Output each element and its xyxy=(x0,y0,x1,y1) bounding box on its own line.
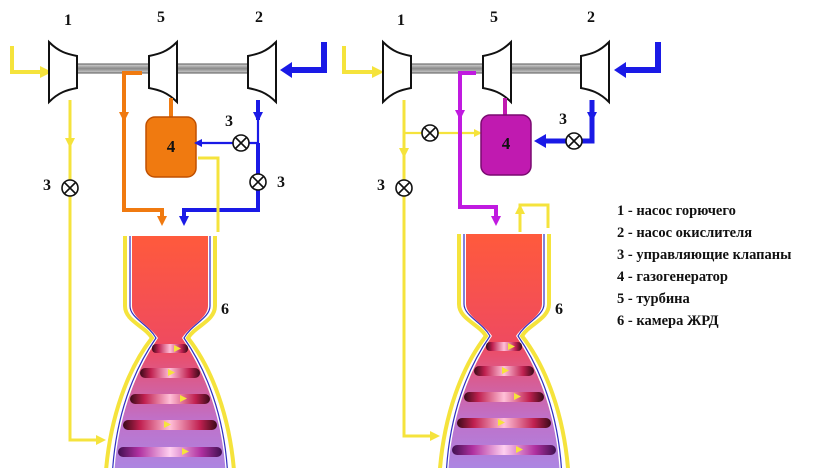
left-gas-generator-label: 4 xyxy=(167,137,176,156)
left-gas-generator xyxy=(145,116,197,178)
left-turbine xyxy=(148,41,178,103)
right-label-valve-ox: 3 xyxy=(559,111,567,128)
left-valve-ox-gg xyxy=(232,134,250,152)
right-label-oxidizer-pump: 2 xyxy=(587,9,595,26)
left-fuel-pump xyxy=(48,41,78,103)
left-label-valve-ox-gg: 3 xyxy=(225,113,233,130)
right-label-turbine: 5 xyxy=(490,9,498,26)
legend-item: 1 - насос горючего xyxy=(617,203,736,219)
left-scheme: 4 1 5 2 3 3 3 6 xyxy=(10,9,327,468)
right-label-fuel-pump: 1 xyxy=(397,12,405,29)
right-turbine xyxy=(482,41,512,103)
right-oxidizer-pump xyxy=(580,41,610,103)
right-gas-generator xyxy=(480,114,532,176)
left-oxidizer-pump xyxy=(247,41,277,103)
left-label-fuel-pump: 1 xyxy=(64,12,72,29)
left-valve-fuel xyxy=(61,179,79,197)
left-label-valve-fuel: 3 xyxy=(43,177,51,194)
legend: 1 - насос горючего 2 - насос окислителя … xyxy=(617,200,791,332)
legend-item: 6 - камера ЖРД xyxy=(617,313,719,329)
legend-item: 3 - управляющие клапаны xyxy=(617,247,792,263)
right-valve-fuel-gg xyxy=(421,124,439,142)
right-chamber xyxy=(437,232,571,468)
right-valve-fuel xyxy=(395,179,413,197)
right-label-chamber: 6 xyxy=(555,301,563,318)
left-valve-ox-main xyxy=(249,173,267,191)
legend-item: 4 - газогенератор xyxy=(617,269,728,285)
legend-item: 2 - насос окислителя xyxy=(617,225,753,241)
legend-item: 5 - турбина xyxy=(617,291,690,307)
left-label-valve-ox-main: 3 xyxy=(277,174,285,191)
right-scheme: 4 1 5 2 3 3 6 xyxy=(342,9,661,468)
right-gas-generator-label: 4 xyxy=(502,134,511,153)
left-label-chamber: 6 xyxy=(221,301,229,318)
right-fuel-pump xyxy=(382,41,412,103)
left-label-oxidizer-pump: 2 xyxy=(255,9,263,26)
left-chamber xyxy=(103,234,237,468)
right-label-valve-fuel: 3 xyxy=(377,177,385,194)
right-valve-ox xyxy=(565,132,583,150)
left-label-turbine: 5 xyxy=(157,9,165,26)
